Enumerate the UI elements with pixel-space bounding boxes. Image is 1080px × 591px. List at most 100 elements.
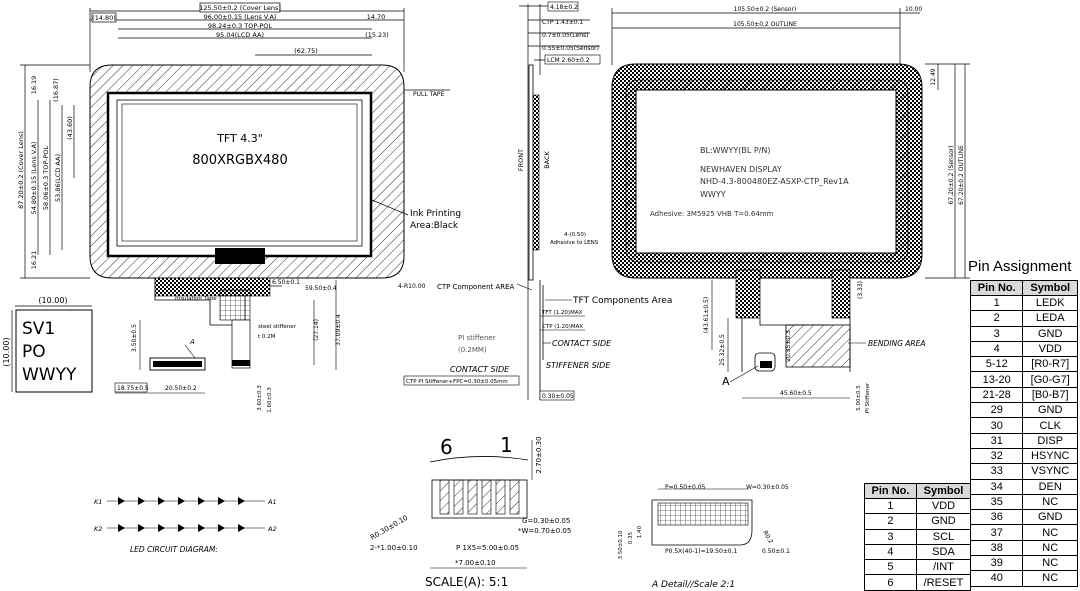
scale-a-caption: SCALE(A): 5:1 xyxy=(425,575,508,589)
pin-number: 3 xyxy=(969,325,1024,342)
back-view: 105.50±0.2 (Sensor) 105.50±0.2 OUTLINE 1… xyxy=(611,6,970,413)
steel-stiffener-label: steel stiffener xyxy=(258,324,297,330)
led-a1: A1 xyxy=(267,498,277,506)
dim-center-v: (43.60) xyxy=(66,116,74,140)
detail-dim-b: 1.40 xyxy=(637,525,643,538)
table-row: 5-12[R0-R7] xyxy=(969,356,1078,373)
scale-dim-gap: G=0.30±0.05 xyxy=(522,517,570,525)
pin-symbol: GND xyxy=(1022,325,1078,342)
ctp-max-label: CTP (1.20)MAX xyxy=(542,324,583,330)
detail-dim-width: W=0.30±0.05 xyxy=(746,484,789,491)
pin-symbol: GND xyxy=(1022,402,1078,419)
dim-stiffener-len: 5.00±0.5 xyxy=(856,385,862,411)
detail-dim-span: P0.5X(40-1)=19.50±0.1 xyxy=(665,548,738,555)
pin-number: 40 xyxy=(969,570,1024,587)
table-row: 5/INT xyxy=(864,559,972,576)
scale-dim-radius: R0.30±0.10 xyxy=(369,514,409,542)
dim-total-thickness: 4.18±0.2 xyxy=(550,4,578,11)
pin-number: 33 xyxy=(969,463,1024,480)
dim-right-border: 14.70 xyxy=(367,13,386,21)
pin-number: 6 xyxy=(864,574,917,591)
scale-pin6: 6 xyxy=(440,435,453,459)
side-back-label: BACK xyxy=(543,150,551,168)
pin-assignment-title: Pin Assignment xyxy=(968,258,1072,275)
back-text-3: NHD-4.3-800480EZ-ASXP-CTP_Rev1A xyxy=(700,177,849,186)
scale-dim-height: 2.70±0.30 xyxy=(535,436,543,473)
pin-number: 5-12 xyxy=(969,356,1024,373)
adhesive-to-lens-label: Adhesive to LENS xyxy=(550,240,599,246)
scale-dim-pitch: P 1X5=5.00±0.05 xyxy=(456,544,519,552)
pin-number: 34 xyxy=(969,478,1024,495)
detail-dim-a: 0.35 xyxy=(628,531,634,544)
pin-symbol: NC xyxy=(1022,539,1078,557)
ctp-component-area-label: CTP Component AREA xyxy=(437,283,515,291)
dim-top-border-2: (16.87) xyxy=(52,78,60,102)
pin-symbol: NC xyxy=(1022,555,1078,572)
table-row: 6/RESET xyxy=(864,574,972,591)
pin-symbol: VDD xyxy=(915,497,972,515)
dim-left-border: (14.80) xyxy=(92,14,116,22)
led-k2: K2 xyxy=(94,525,102,533)
pin-symbol: NC xyxy=(1022,493,1078,511)
led-circuit-title: LED CIRCUIT DIAGRAM: xyxy=(130,545,218,554)
dim-sensor-thickness: 0.55±0.05(Sensor) xyxy=(542,45,599,52)
detail-dim-total: 3.50±0.10 xyxy=(618,530,624,560)
dim-stiffener-h: 3.60±0.3 xyxy=(257,385,263,411)
label-line-1: SV1 xyxy=(22,319,55,339)
pin-symbol: HSYNC xyxy=(1022,447,1078,465)
scale-dim-hole: 2-*1.00±0.10 xyxy=(370,544,418,552)
a-detail-caption: A Detail//Scale 2:1 xyxy=(651,580,735,590)
dim-connector-h: 3.50±0.5 xyxy=(131,324,138,352)
pin-symbol: DEN xyxy=(1022,478,1078,495)
dim-right-aa: (15.23) xyxy=(365,31,389,39)
pin-symbol: LEDK xyxy=(1022,294,1078,312)
scale-dim-width: *W=0.70±0.05 xyxy=(518,527,571,535)
lcd-resolution-label: 800XRGBX480 xyxy=(192,153,287,168)
pin-header-symbol: Symbol xyxy=(1022,280,1078,296)
pin-number: 13-20 xyxy=(969,371,1024,388)
side-view: 4.18±0.2 CTP 1.43±0.1 0.7±0.05(Lens) 0.5… xyxy=(403,1,672,401)
dim-cover-lens-h: 87.20±0.2 (Cover Lens) xyxy=(17,131,25,209)
pin-number: 36 xyxy=(969,509,1024,526)
label-a-front: A xyxy=(189,338,195,346)
pin-symbol: [G0-G7] xyxy=(1022,371,1078,388)
dim-fpc-length: (27.14) xyxy=(313,319,320,341)
pin-symbol: GND xyxy=(915,513,972,530)
dim-sensor-w: 105.50±0.2 (Sensor) xyxy=(734,6,797,13)
pin-number: 2 xyxy=(969,310,1024,327)
pin-number: 1 xyxy=(969,294,1024,312)
pin-number: 38 xyxy=(969,539,1024,557)
pin-symbol: /RESET xyxy=(915,574,972,591)
dim-outline-h: 67.20±0.2 OUTLINE xyxy=(958,145,965,205)
dim-fpc-len: 25.32±0.5 xyxy=(719,334,726,366)
dim-fpc-span: 45.60±0.5 xyxy=(780,390,812,397)
label-box: (10.00) (10.00) SV1 PO WWYY xyxy=(2,296,93,393)
dim-lens-thickness: 0.7±0.05(Lens) xyxy=(542,32,588,39)
tft-components-area-label: TFT Components Area xyxy=(572,296,672,306)
dim-connector-left: 18.75±0.5 xyxy=(117,385,149,392)
dim-corner-radius: 4-R10.00 xyxy=(398,283,426,290)
front-active-area xyxy=(106,91,373,258)
pin-number: 30 xyxy=(969,417,1024,434)
front-left-dimensions xyxy=(20,64,90,279)
stiffener-side-label: STIFFENER SIDE xyxy=(546,361,611,370)
dim-lcm-thickness: LCM 2.60±0.2 xyxy=(547,57,590,64)
pin-symbol: NC xyxy=(1022,524,1078,541)
dim-top-border: 16.19 xyxy=(30,76,38,95)
dim-connector-w: 20.50±0.2 xyxy=(165,385,197,392)
bending-area-label: BENDING AREA xyxy=(868,339,926,348)
dim-fpc-position: 59.50±0.4 xyxy=(305,285,337,292)
